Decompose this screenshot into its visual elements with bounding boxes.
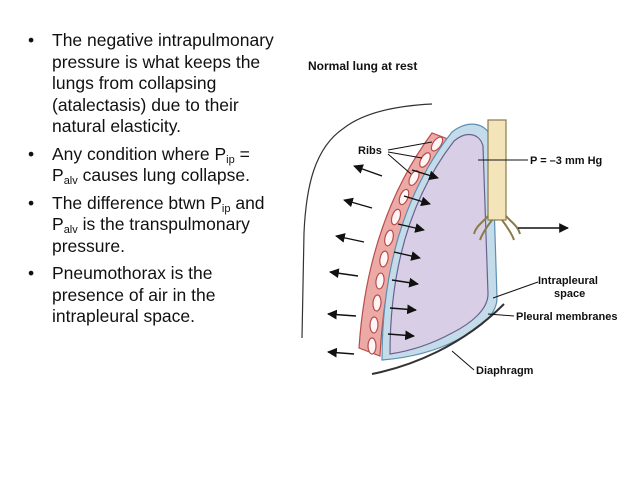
subscript: ip [221,202,231,215]
bullet-symbol: • [28,192,35,213]
bullet-item: • Any condition where Pip = Palv causes … [24,144,274,187]
intrapleural-leader [492,281,539,299]
bullet-symbol: • [28,263,35,283]
bullet-symbol: • [28,143,35,164]
bullet-text: = P [52,143,250,186]
bullet-item: • The negative intrapulmonary pressure i… [24,30,274,138]
bullet-text: The difference btwn P [52,192,222,213]
pressure-label: P = –3 mm Hg [530,155,602,167]
bullet-text: Pneumothorax is the presence of air in t… [52,263,216,326]
lung-diagram: Normal lung at rest [301,59,618,377]
bullet-item: • The difference btwn Pip and Palv is th… [24,193,274,258]
lung [389,133,489,355]
ribs-label: Ribs [358,145,382,157]
diagram-title: Normal lung at rest [308,59,417,73]
bullet-symbol: • [28,30,35,50]
subscript: alv [63,175,78,187]
rib-ovals [367,136,444,355]
bullet-item: • Pneumothorax is the presence of air in… [24,263,274,328]
trachea [487,119,507,221]
diaphragm [371,303,505,375]
body-outline [301,103,433,339]
pleural-membranes-label: Pleural membranes [516,311,618,323]
bullet-text: causes lung collapse. [77,165,250,185]
inward-arrows [387,169,439,341]
intrapleural-label: Intrapleural [538,275,598,287]
diaphragm-leader [451,350,475,371]
bullet-text: Any condition where P [52,143,227,164]
bullet-text: is the transpulmonary pressure. [52,214,250,256]
bullet-text: The negative intrapulmonary pressure is … [52,30,274,136]
ribs-leader-lines [387,141,433,175]
subscript: alv [63,224,78,236]
bronchi [473,215,521,241]
subscript: ip [226,153,235,166]
intrapleural-label-line2: space [554,288,585,300]
bullet-text: and P [52,192,265,235]
pleural-membranes-leader [487,313,515,317]
bullet-list: • The negative intrapulmonary pressure i… [24,30,274,334]
outward-arrows [327,164,383,358]
diaphragm-label: Diaphragm [476,365,534,377]
